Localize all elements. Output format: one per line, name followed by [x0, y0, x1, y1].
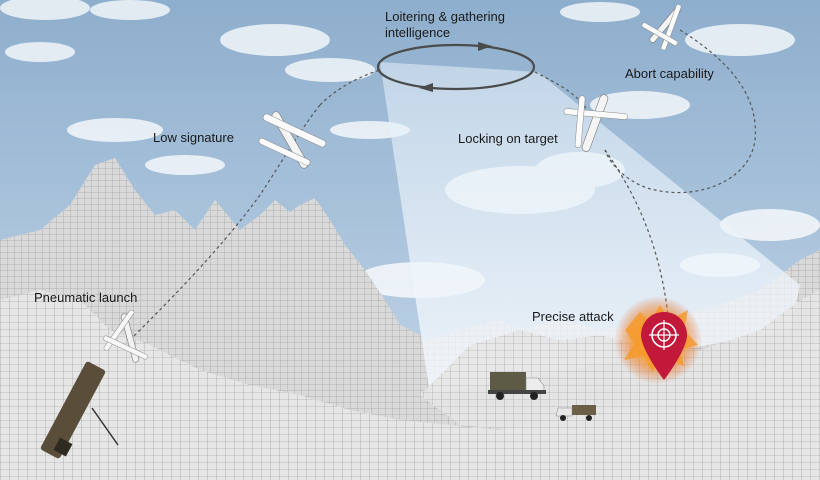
- label-locking-on-target: Locking on target: [458, 131, 558, 146]
- drone-low-signature: [258, 111, 326, 169]
- label-loitering: Loitering & gathering intelligence: [385, 9, 505, 40]
- terrain-foreground: [0, 290, 820, 480]
- drone-launch: [103, 309, 148, 363]
- loiter-orbit: [376, 42, 536, 92]
- label-low-signature: Low signature: [153, 130, 234, 145]
- sensor-beam: [380, 62, 800, 395]
- military-truck-large: [488, 372, 546, 400]
- military-truck-small: [555, 405, 596, 421]
- label-precise-attack: Precise attack: [532, 309, 614, 324]
- flight-path: [129, 29, 756, 341]
- target-marker-icon: [641, 312, 687, 380]
- label-pneumatic-launch: Pneumatic launch: [34, 290, 138, 305]
- drone-abort: [641, 4, 682, 51]
- drone-locking-on-target: [563, 94, 628, 152]
- launcher-tube: [40, 361, 119, 459]
- label-abort-capability: Abort capability: [625, 66, 714, 81]
